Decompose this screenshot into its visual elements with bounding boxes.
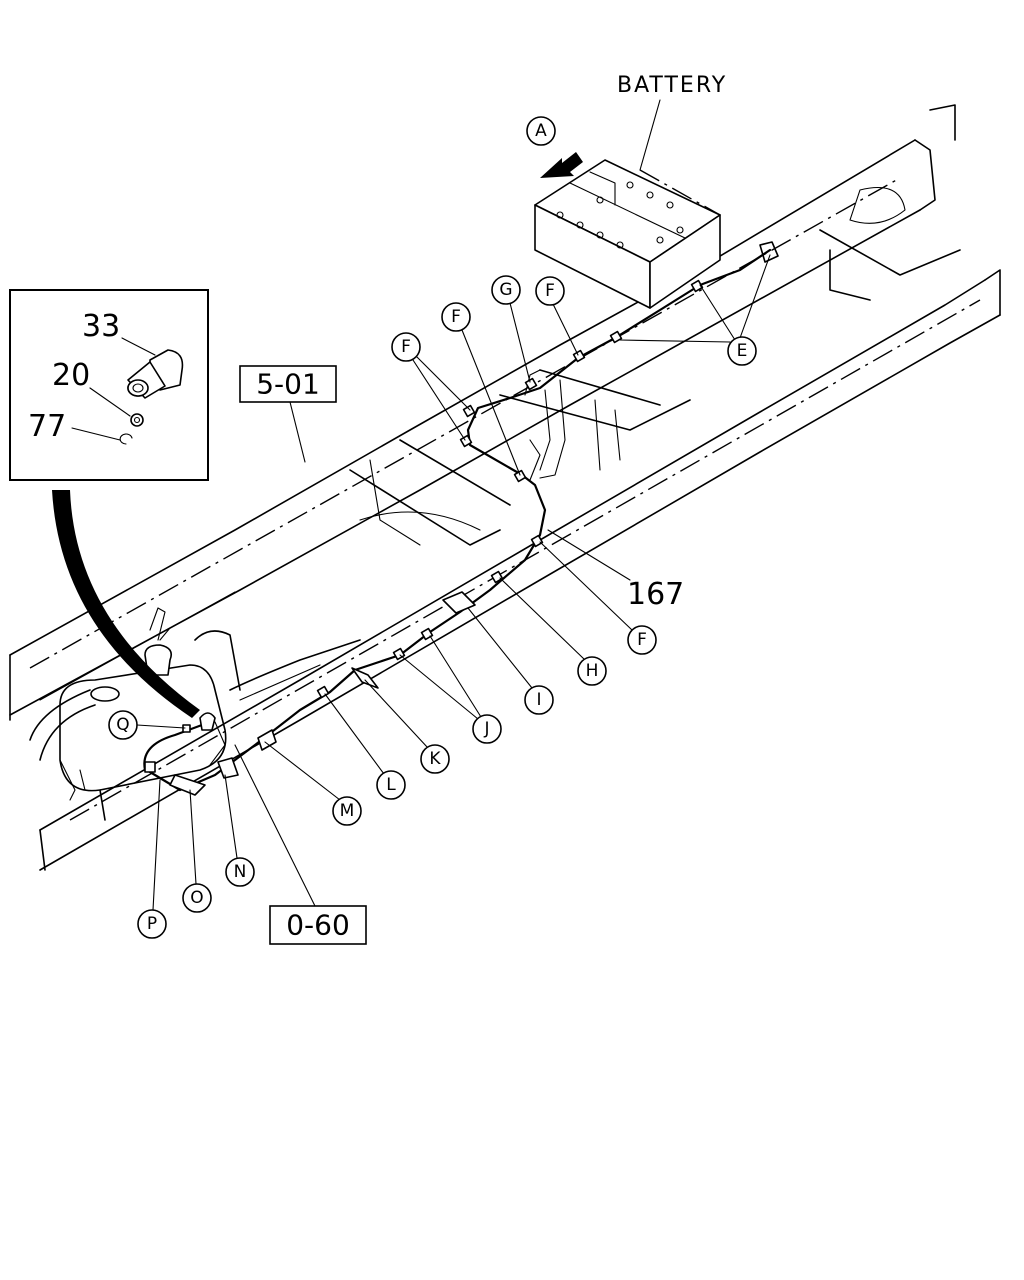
part-167-group: 167 [547,529,684,612]
svg-text:N: N [234,862,247,882]
ref-0-60-leader [234,744,316,907]
view-arrow-a: A [526,116,583,178]
cross-member-middle [499,369,691,471]
svg-text:M: M [340,801,355,821]
callout-M: M [264,741,362,826]
part-20-label: 20 [52,358,90,393]
battery-label-group: BATTERY [617,73,727,171]
cross-member-front [349,439,511,546]
svg-text:O: O [190,888,203,908]
svg-text:F: F [451,307,461,327]
battery-label: BATTERY [617,73,727,98]
svg-text:G: G [499,280,512,300]
svg-text:F: F [401,337,411,357]
svg-text:F: F [637,630,647,650]
callout-H: H [499,577,607,686]
battery-leader-line [639,99,661,171]
svg-text:P: P [147,914,157,934]
cap-leader [121,337,156,356]
callout-N: N [224,774,255,887]
frame-rail-right [39,104,1001,871]
svg-text:F: F [545,281,555,301]
svg-text:L: L [386,775,396,795]
svg-text:I: I [536,690,541,710]
svg-text:J: J [483,719,489,739]
callout-K: K [364,679,450,774]
battery-box [534,159,721,309]
view-marker-label: A [535,121,547,141]
callout-L: L [324,693,406,800]
clip-leader [71,427,121,441]
svg-text:Q: Q [116,715,129,735]
cross-member-rear [819,186,961,301]
inset-pointer-arrow [52,490,200,718]
crossmember-lower [194,630,361,701]
callout-F-middle: F [441,302,521,476]
callout-P: P [137,779,167,939]
ref-box-0-60: 0-60 [234,744,367,945]
part-167-label: 167 [627,577,684,612]
washer-icon [130,413,144,427]
ref-5-01-leader [289,401,306,463]
filler-neck [144,607,173,676]
callout-I: I [467,607,554,715]
inset-detail: 33 20 77 [9,289,209,481]
callout-J: J [399,635,502,744]
clip-icon [119,433,133,445]
part-77-label: 77 [28,409,66,444]
callout-F-top-right: F [535,276,579,356]
callout-G: G [491,275,531,383]
fuel-tank [29,664,227,821]
part-33-label: 33 [82,309,120,344]
view-marker-circle [526,116,556,146]
callout-E: E [619,254,771,366]
ref-0-60-label: 0-60 [286,909,350,942]
ref-box-5-01: 5-01 [239,365,337,463]
callout-O: O [182,789,212,913]
svg-text:H: H [586,661,599,681]
callout-F-lower: F [539,541,657,655]
svg-text:E: E [737,341,748,361]
callout-F-left: F [391,332,471,441]
harness-clips [144,279,704,796]
ref-5-01-label: 5-01 [256,368,320,401]
callout-Q: Q [108,710,186,740]
svg-text:K: K [429,749,441,769]
washer-leader [89,387,131,417]
